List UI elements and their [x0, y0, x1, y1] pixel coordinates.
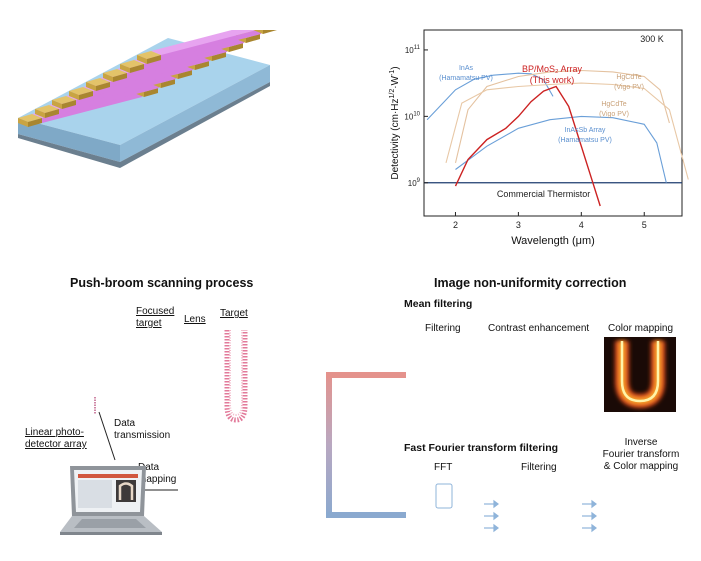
target-u-shape: [224, 330, 248, 423]
linear-array-line1: Linear photo-: [25, 427, 84, 438]
series-label: HgCdTe(Vigo PV): [599, 101, 629, 118]
y-tick-label: 1010: [404, 111, 420, 121]
data-transmission-line1: Data: [114, 418, 136, 429]
scan-line: [94, 397, 96, 414]
series-label: InAsSb Array(Hamamatsu PV): [558, 127, 612, 144]
filtering-label: Filtering: [425, 323, 461, 334]
device-illustration: [18, 30, 277, 168]
target-label: Target: [220, 308, 248, 319]
fft-title: Fast Fourier transform filtering: [404, 442, 559, 454]
series-line: [454, 85, 601, 207]
y-tick-label: 1011: [405, 45, 421, 55]
photodetector-bar: [137, 30, 277, 64]
filtering2-label: Filtering: [521, 462, 557, 473]
flow-arrows: [484, 499, 597, 533]
data-mapping-line2: mapping: [138, 474, 177, 485]
x-tick-label: 4: [579, 220, 584, 230]
bp-series-label: BP/MoS₂ Array: [522, 64, 583, 74]
photodetector-bars: [18, 30, 277, 127]
linear-array-line2: detector array: [25, 439, 87, 450]
plot-frame: [423, 29, 683, 217]
color-mapping-label: Color mapping: [608, 323, 674, 334]
series-line: [455, 115, 667, 183]
chart-ylabel: Detectivity (cm·Hz1/2·W-1): [389, 66, 401, 179]
series-line: [445, 82, 689, 180]
pushbroom-title: Push-broom scanning process: [70, 276, 254, 290]
chart-xlabel: Wavelength (μm): [511, 235, 595, 247]
x-tick-label: 3: [516, 220, 521, 230]
series-line: [426, 72, 554, 121]
series-line: [454, 69, 670, 164]
detectivity-chart: 2 3 4 5 1011 1010 109 Commercial Thermistor InA…: [389, 29, 689, 247]
fft-label: FFT: [434, 462, 453, 473]
laptop-icon: [60, 466, 162, 535]
lens-label: Lens: [184, 314, 206, 325]
fft-image-thumb: [435, 483, 453, 509]
mean-filtering-title: Mean filtering: [404, 298, 473, 310]
series-label: InAs(Hamamatsu PV): [439, 65, 493, 82]
color-mapped-image: [604, 337, 676, 412]
x-tick-label: 5: [642, 220, 647, 230]
temperature-label: 300 K: [640, 34, 664, 44]
data-mapping-line1: Data: [138, 462, 160, 473]
focused-target-line2: target: [136, 318, 162, 329]
contrast-label: Contrast enhancement: [488, 323, 590, 334]
correction-title: Image non-uniformity correction: [434, 276, 627, 290]
series-label: HgCdTe(Vigo PV): [614, 74, 644, 91]
inverse-line1: Inverse: [624, 437, 658, 448]
linear-array-label: Linear photo-detector array: [25, 427, 87, 451]
bp-series-sublabel: (This work): [530, 75, 575, 85]
focused-target-line1: Focused: [136, 306, 175, 317]
workflow-bracket: [326, 372, 406, 518]
inverse-line2: Fourier transform: [602, 449, 680, 460]
data-transmission-line2: transmission: [114, 430, 171, 441]
x-tick-label: 2: [453, 220, 458, 230]
thermistor-label: Commercial Thermistor: [497, 189, 590, 199]
inverse-line3: & Color mapping: [603, 461, 679, 472]
y-tick-label: 109: [408, 178, 421, 188]
